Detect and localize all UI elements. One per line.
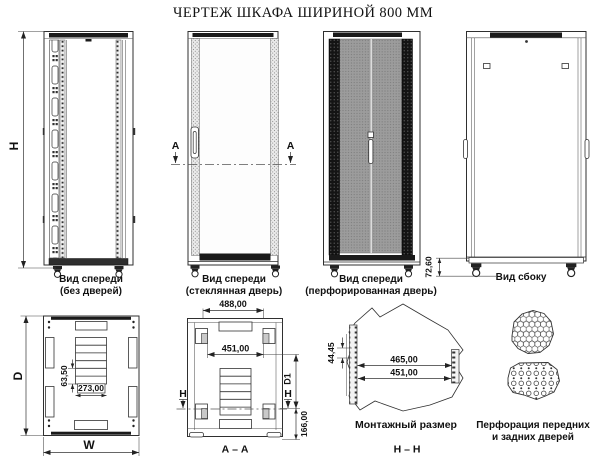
caster [403,265,414,278]
side-panel-handle [463,139,468,159]
caption-front-glass-2: (стеклянная дверь) [186,286,282,297]
caster [190,265,200,278]
dark-vent-strip-left [328,38,340,256]
caster [470,262,482,278]
view-perforation-detail: Перфорация передних и задних дверей [476,310,590,443]
door-edge-strip-right [270,38,279,256]
view-front-no-doors: H Вид спереди (без дверей) [7,31,136,297]
label-section-hh: Н – Н [394,444,421,456]
bottom-cable-slot [219,419,252,429]
dim-width-label: W [83,438,95,452]
base-frame [468,257,584,264]
caption-perforation-1: Перфорация передних [476,419,590,431]
caption-front-glass-1: Вид спереди [202,274,266,285]
view-top: 63,50 273,00 D W [11,315,140,456]
rail-profiles [195,328,276,420]
foot [266,432,282,438]
dim-451: 451,00 [222,344,250,354]
view-front-glass-door: А А Вид спереди (стеклянная дверь) [171,31,296,297]
caption-front-no-doors-1: Вид спереди [59,274,123,285]
caption-front-no-doors-2: (без дверей) [60,285,122,297]
dark-vent-strip-right [401,38,413,256]
section-marker-h-left: H [179,388,187,400]
panel-latch-clip [483,63,491,69]
glass-pane [199,38,271,256]
dim-depth-label: D [11,371,25,380]
mounting-rail-right [115,39,122,259]
drawing-title: ЧЕРТЕЖ ШКАФА ШИРИНОЙ 800 ММ [173,4,433,21]
caster [270,265,281,278]
dim-465: 465,00 [390,355,418,365]
view-section-aa: 488,00 451,00 H [176,299,309,456]
caster [329,265,340,278]
view-front-perforated-door: Вид спереди (перфорированная дверь) [305,31,437,297]
foot [189,432,204,438]
top-cable-slot [218,321,253,332]
caption-front-perforated-1: Вид спереди [339,274,403,285]
dim-451-mounting: 451,00 [390,368,418,378]
dim-slot-height: 63,50 [59,365,69,387]
section-marker-a-left: А [172,140,180,152]
dim-slot-width: 273,00 [78,383,104,393]
round-holes-perforation-sample [507,362,560,400]
caption-section-aa: А – А [222,444,249,456]
side-slot [128,337,138,369]
caption-side-view: Вид сбоку [496,271,547,283]
mounting-rail-left [59,39,66,259]
dim-rail-pitch: 44,45 [326,342,336,364]
side-slot [128,386,138,418]
dim-166: 166,00 [299,411,309,437]
caption-mounting-size: Монтажный размер [355,419,457,431]
dim-d1-label: D1 [283,373,293,385]
door-handle [368,139,374,164]
caption-perforation-2: и задних дверей [492,432,574,443]
caster [565,262,577,278]
side-slot [45,386,55,418]
panel-latch-clip [561,63,569,69]
section-marker-a-right: А [287,140,295,152]
dim-height-label: H [7,142,21,151]
side-panel-handle [584,139,590,159]
dim-caster-height: 72,60 [424,256,434,278]
view-side: 72,60 Вид сбоку [424,31,590,283]
cable-organizer-strip [49,39,60,259]
cable-slot-top [75,321,108,331]
honeycomb-perforation-sample [511,310,554,354]
cable-slot-bottom [74,420,108,430]
section-marker-h-right: H [284,388,292,400]
view-mounting-hh: 44,45 465,00 451,00 Монтажный размер Н –… [326,303,464,456]
mounting-rail-right [451,349,460,384]
mounting-rail-left [349,324,358,405]
caption-front-perforated-2: (перфорированная дверь) [305,285,437,297]
dim-488: 488,00 [219,299,247,309]
side-slot [45,337,55,369]
base-panel [48,258,129,266]
